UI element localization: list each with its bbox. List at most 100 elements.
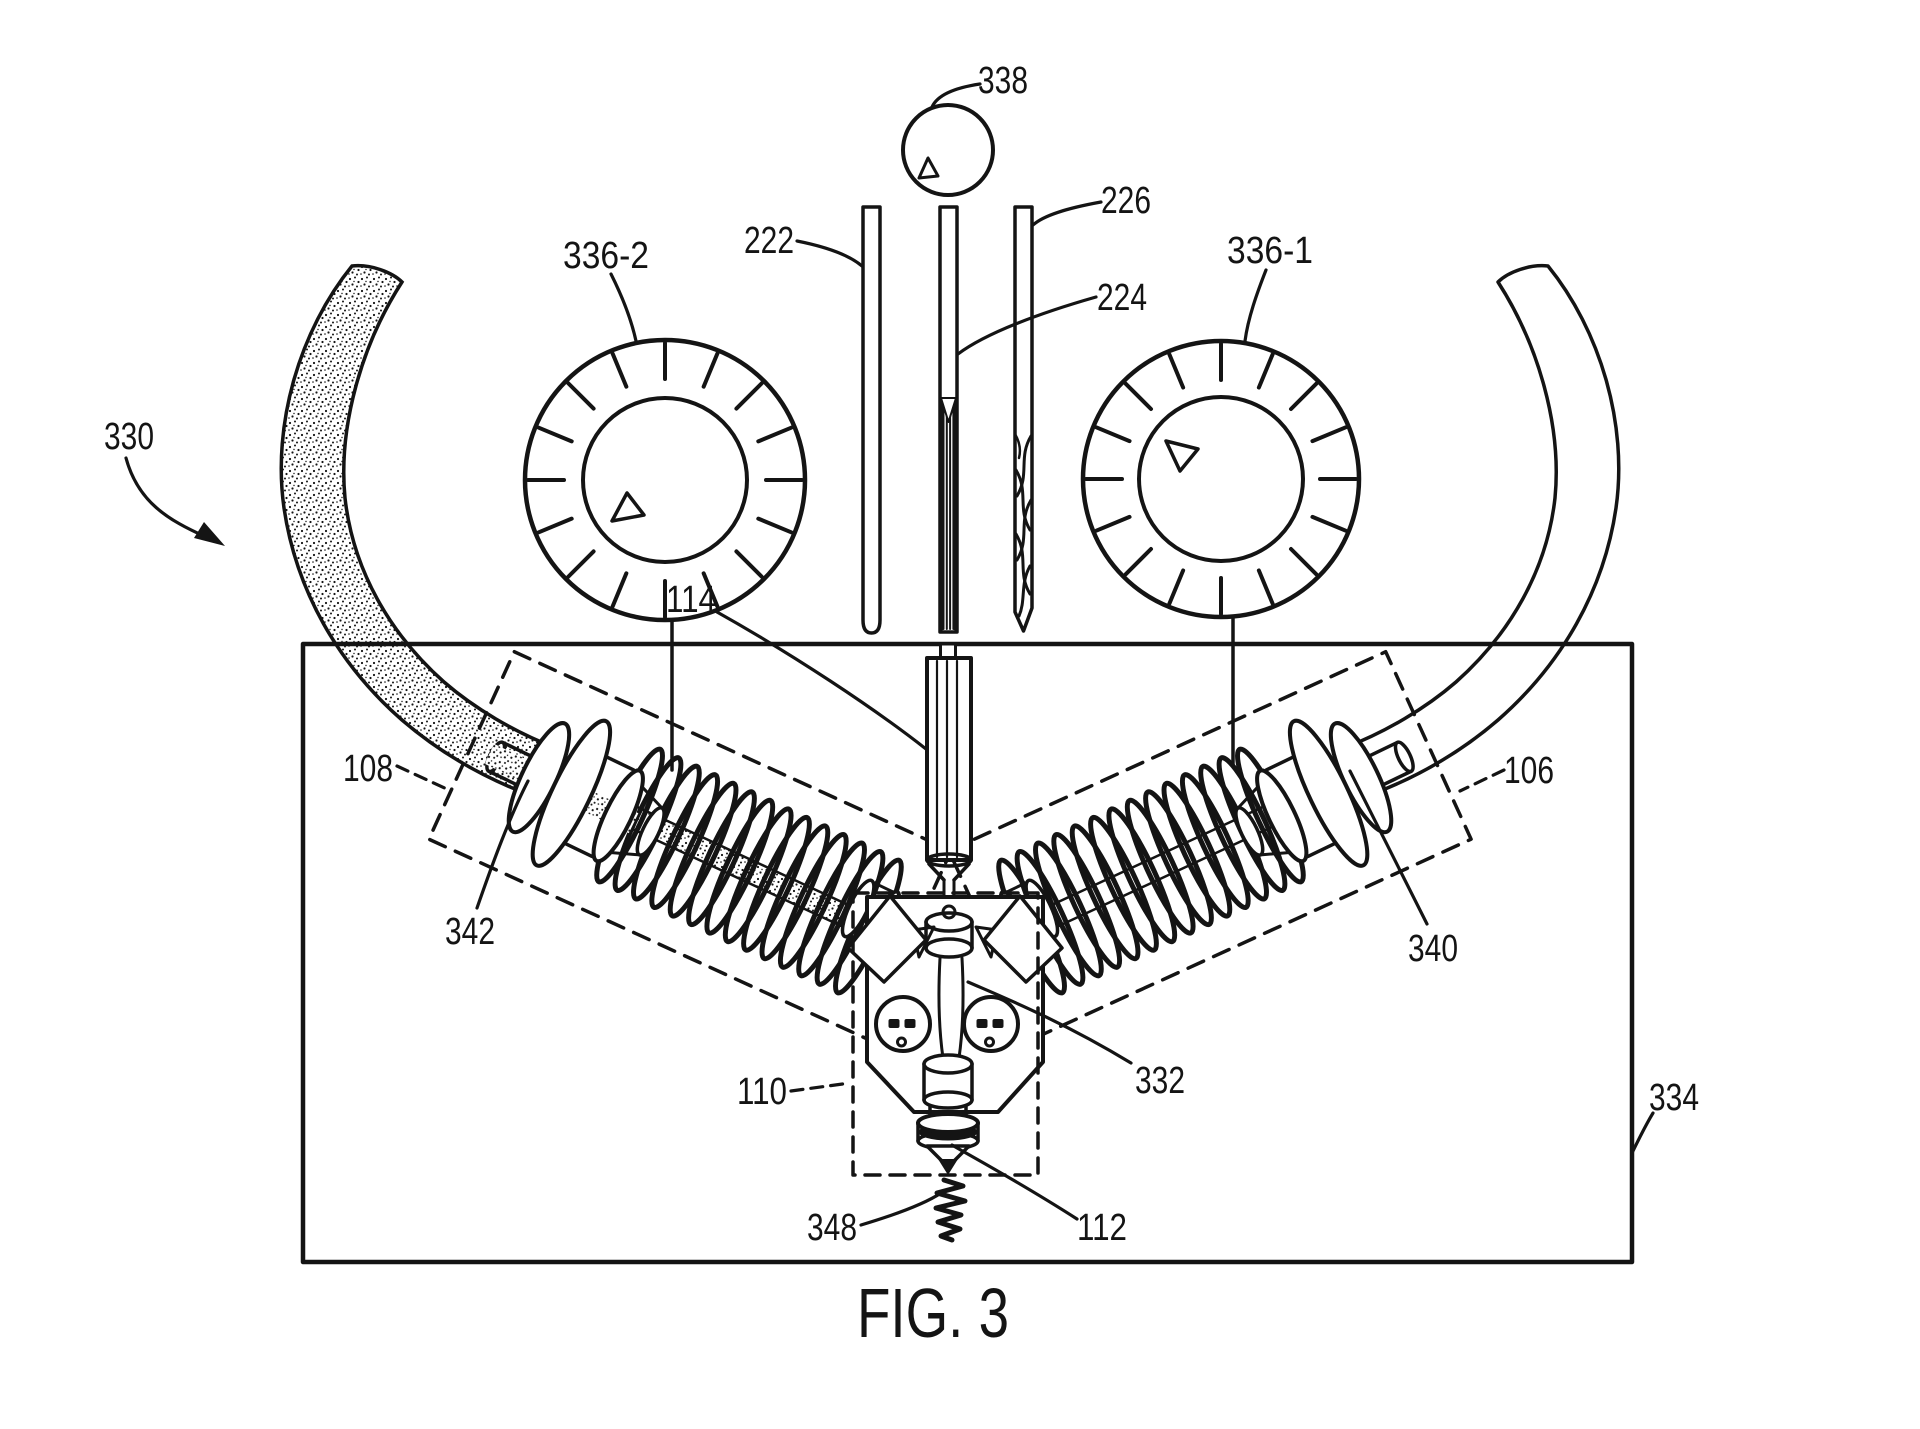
dial-336-2 — [522, 337, 808, 623]
shaft-boss — [924, 911, 974, 959]
dial-336-2-ticks — [526, 341, 804, 619]
dial-tick — [756, 425, 794, 444]
spring-coil — [1179, 772, 1251, 911]
dial-tick — [610, 571, 629, 609]
spring-coil — [1124, 797, 1196, 936]
leader-348 — [859, 1191, 943, 1227]
leader-108 — [395, 764, 453, 793]
spring-coil — [1051, 831, 1123, 970]
right-outlet-face — [962, 995, 1020, 1053]
ref-label-108: 108 — [343, 748, 393, 790]
extruder-block — [846, 894, 1064, 1114]
leader-224 — [956, 295, 1098, 356]
ref-label-334: 334 — [1649, 1077, 1699, 1119]
ref-label-336-1: 336-1 — [1227, 230, 1313, 272]
leader-338 — [930, 82, 982, 109]
dial-336-1-index-triangle — [1164, 439, 1200, 473]
figure-caption: FIG. 3 — [857, 1274, 1009, 1352]
ref-label-222: 222 — [744, 220, 794, 262]
extrudate-squiggle-348 — [933, 1177, 968, 1243]
ref-label-340: 340 — [1408, 928, 1458, 970]
ref-label-330: 330 — [104, 416, 154, 458]
spring-coil — [1106, 806, 1178, 945]
dial-tick — [1310, 514, 1348, 533]
rod-222 — [861, 205, 882, 635]
dial-tick — [566, 549, 596, 579]
spring-coil — [796, 840, 868, 979]
dial-tick — [1289, 547, 1319, 577]
leader-330 — [124, 456, 208, 539]
dial-tick — [734, 549, 764, 579]
milling-tool-224 — [938, 205, 959, 634]
leader-110 — [789, 1081, 852, 1093]
dial-tick — [1123, 381, 1153, 411]
reference-labels: 330 338 222 226 224 336-2 336-1 114 108 106 342 340… — [104, 60, 1699, 1249]
ref-label-348: 348 — [807, 1207, 857, 1249]
nozzle-assembly-112 — [916, 1053, 980, 1175]
ref-label-338: 338 — [978, 60, 1028, 102]
leader-lines — [124, 82, 1655, 1227]
dial-tick — [1310, 425, 1348, 444]
leader-342 — [475, 779, 530, 910]
spring-coil — [759, 823, 831, 962]
dial-tick — [701, 351, 720, 389]
left-outlet-face — [874, 995, 932, 1053]
ref-label-106: 106 — [1504, 750, 1554, 792]
spring-coil — [1069, 823, 1141, 962]
spring-coil — [667, 780, 739, 919]
indicator-circle-338 — [901, 103, 995, 197]
dial-tick — [1123, 547, 1153, 577]
dial-336-1-ticks — [1084, 342, 1358, 616]
spring-coil — [704, 797, 776, 936]
dial-tick — [1094, 425, 1132, 444]
dial-tick — [1167, 568, 1186, 606]
leader-332 — [966, 980, 1133, 1065]
left-shoulder-wing — [846, 894, 928, 984]
leader-226 — [1031, 200, 1103, 227]
dial-tick — [1256, 568, 1275, 606]
spring-coil — [649, 772, 721, 911]
enclosure-box — [300, 641, 1635, 1265]
dial-tick — [1289, 381, 1319, 411]
ref-label-114: 114 — [666, 579, 716, 621]
dial-336-2-index-triangle — [610, 491, 646, 523]
drill-bit-226 — [1013, 205, 1034, 633]
dashed-box-110 — [851, 891, 1040, 1177]
leader-330-arrowhead — [194, 522, 225, 546]
dial-tick — [566, 381, 596, 411]
ref-label-336-2: 336-2 — [563, 235, 649, 277]
spring-coil — [1032, 840, 1104, 979]
ref-label-112: 112 — [1077, 1207, 1127, 1249]
leader-114 — [715, 610, 928, 751]
ref-label-226: 226 — [1101, 180, 1151, 222]
leader-106 — [1458, 768, 1506, 793]
spring-coil — [777, 831, 849, 970]
dial-tick — [1256, 352, 1275, 390]
left-filament-arc — [279, 263, 559, 798]
leader-340 — [1348, 769, 1429, 926]
dial-tick — [1167, 352, 1186, 390]
dial-tick — [756, 516, 794, 535]
spring-coil — [1088, 814, 1159, 953]
leader-336-1 — [1243, 268, 1268, 343]
dial-tick — [536, 425, 574, 444]
dial-tick — [1094, 514, 1132, 533]
ref-label-342: 342 — [445, 911, 495, 953]
right-spring — [996, 746, 1306, 996]
spring-coil — [1143, 789, 1214, 928]
ref-label-224: 224 — [1097, 277, 1147, 319]
dial-tick — [734, 381, 764, 411]
nozzle-cone — [925, 1144, 971, 1163]
ref-label-332: 332 — [1135, 1060, 1185, 1102]
leader-334 — [1630, 1111, 1655, 1155]
leader-222 — [795, 239, 864, 268]
spring-coil — [741, 814, 812, 953]
right-filament-arc — [1342, 263, 1621, 797]
ref-label-110: 110 — [737, 1071, 787, 1113]
dashed-box-108 — [427, 649, 953, 1041]
left-coupler-fitting — [484, 718, 666, 868]
leader-336-2 — [609, 272, 638, 343]
dial-tick — [610, 351, 629, 389]
dial-tick — [536, 516, 574, 535]
right-coupler-fitting — [1234, 718, 1415, 868]
